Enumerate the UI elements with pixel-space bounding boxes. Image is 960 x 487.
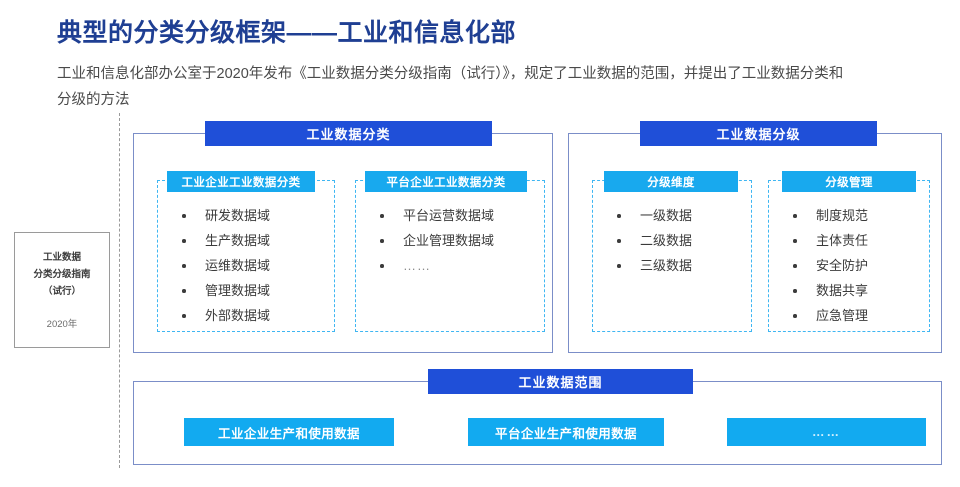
page-subtitle: 工业和信息化部办公室于2020年发布《工业数据分类分级指南（试行）》，规定了工业… bbox=[57, 66, 844, 108]
list-item: 生产数据域 bbox=[178, 228, 270, 253]
list-industrial-enterprise-domains: 研发数据域 生产数据域 运维数据域 管理数据域 外部数据域 bbox=[178, 203, 270, 328]
vertical-dashed-divider bbox=[119, 113, 120, 468]
list-item-ellipsis: …… bbox=[376, 253, 494, 278]
doc-title-line-2: 分类分级指南 bbox=[33, 269, 91, 280]
list-item: 数据共享 bbox=[789, 278, 868, 303]
list-item: 一级数据 bbox=[613, 203, 692, 228]
panel-header-data-classification: 工业数据分类 bbox=[205, 121, 492, 146]
list-item: 运维数据域 bbox=[178, 253, 270, 278]
list-item: 外部数据域 bbox=[178, 303, 270, 328]
list-item: 三级数据 bbox=[613, 253, 692, 278]
page-title: 典型的分类分级框架——工业和信息化部 bbox=[57, 19, 517, 47]
panel-header-data-scope: 工业数据范围 bbox=[428, 369, 693, 394]
scope-box-ellipsis: …… bbox=[727, 418, 926, 446]
list-item: 企业管理数据域 bbox=[376, 228, 494, 253]
source-document-card: 工业数据 分类分级指南 （试行） 2020年 bbox=[14, 232, 110, 348]
chip-industrial-enterprise-classification: 工业企业工业数据分类 bbox=[167, 171, 315, 192]
list-item: 主体责任 bbox=[789, 228, 868, 253]
chip-grading-dimension: 分级维度 bbox=[604, 171, 738, 192]
list-item: 二级数据 bbox=[613, 228, 692, 253]
doc-title-line-1: 工业数据 bbox=[42, 252, 81, 263]
doc-title-line-3: （试行） bbox=[42, 286, 81, 297]
list-platform-enterprise-domains: 平台运营数据域 企业管理数据域 …… bbox=[376, 203, 494, 278]
chip-grading-management: 分级管理 bbox=[782, 171, 916, 192]
doc-year: 2020年 bbox=[46, 319, 78, 330]
list-item: 平台运营数据域 bbox=[376, 203, 494, 228]
scope-box-platform-enterprise: 平台企业生产和使用数据 bbox=[468, 418, 664, 446]
chip-platform-enterprise-classification: 平台企业工业数据分类 bbox=[365, 171, 527, 192]
list-grading-levels: 一级数据 二级数据 三级数据 bbox=[613, 203, 692, 278]
panel-header-data-grading: 工业数据分级 bbox=[640, 121, 877, 146]
list-grading-management-measures: 制度规范 主体责任 安全防护 数据共享 应急管理 bbox=[789, 203, 868, 328]
list-item: 应急管理 bbox=[789, 303, 868, 328]
panel-data-classification bbox=[133, 133, 553, 353]
scope-box-industrial-enterprise: 工业企业生产和使用数据 bbox=[184, 418, 394, 446]
list-item: 研发数据域 bbox=[178, 203, 270, 228]
list-item: 管理数据域 bbox=[178, 278, 270, 303]
list-item: 制度规范 bbox=[789, 203, 868, 228]
list-item: 安全防护 bbox=[789, 253, 868, 278]
